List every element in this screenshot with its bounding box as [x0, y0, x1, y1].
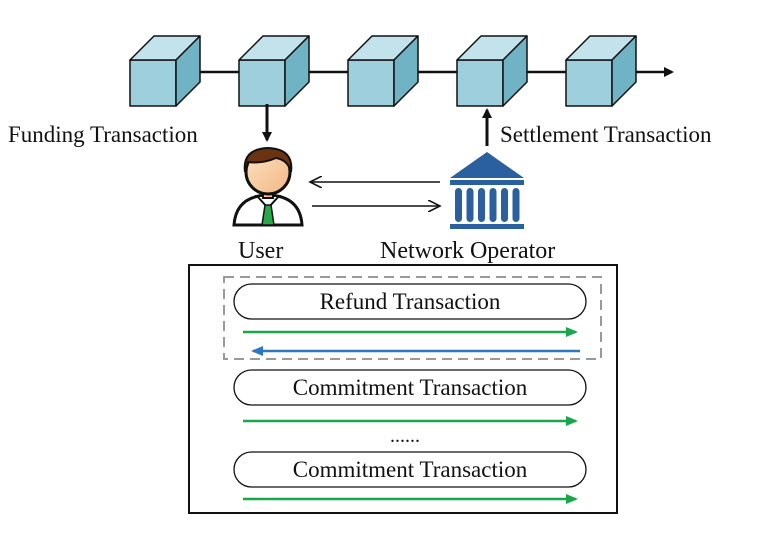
bank-pillar: [489, 188, 497, 222]
bank-pillar: [455, 188, 462, 222]
refund-group-box: [223, 276, 602, 360]
commitment-transaction-label: Commitment Transaction: [293, 375, 528, 400]
block-cube: [129, 35, 201, 107]
commitment-transaction-label: Commitment Transaction: [293, 457, 528, 482]
user-label: User: [238, 238, 283, 264]
bank-icon: [450, 152, 524, 229]
bank-pillar: [466, 188, 474, 222]
settlement-transaction-label: Settlement Transaction: [500, 122, 712, 147]
user-icon: [232, 146, 304, 227]
refund-transaction-label: Refund Transaction: [320, 289, 501, 314]
block-cube: [456, 35, 528, 107]
bank-pillar: [501, 188, 508, 222]
ellipsis-label: ......: [390, 425, 420, 447]
blockchain: [129, 35, 637, 107]
refund-transaction-pill: [233, 283, 587, 320]
block-cube: [238, 35, 310, 107]
bank-pillar: [512, 188, 520, 222]
block-cube: [565, 35, 637, 107]
network-operator-label: Network Operator: [380, 238, 555, 264]
funding-transaction-label: Funding Transaction: [8, 122, 198, 147]
commitment-transaction-pill: [233, 451, 587, 488]
commitment-transaction-pill: [233, 369, 587, 406]
bank-pillar: [478, 188, 485, 222]
block-cube: [347, 35, 419, 107]
